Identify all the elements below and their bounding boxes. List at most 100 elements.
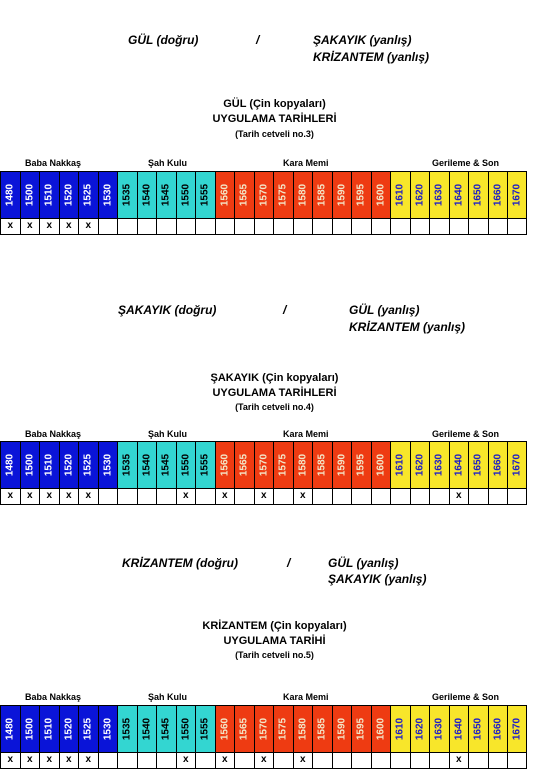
- era-label: Şah Kulu: [148, 692, 188, 702]
- year-label: 1630: [433, 453, 445, 477]
- year-label: 1595: [355, 183, 367, 207]
- year-label: 1590: [336, 183, 348, 207]
- year-label: 1670: [511, 453, 523, 477]
- year-cell: 1550: [175, 442, 195, 488]
- year-label: 1570: [258, 183, 270, 207]
- year-cell: 1610: [390, 706, 410, 752]
- mark-cell: [312, 218, 332, 234]
- correct-label: ŞAKAYIK (doğru): [118, 303, 217, 317]
- year-cell: 1620: [409, 706, 429, 752]
- wrong-label-1: GÜL (yanlış): [349, 303, 420, 317]
- year-label: 1650: [472, 183, 484, 207]
- year-cell: 1640: [448, 172, 468, 218]
- mark-cell: [234, 218, 254, 234]
- year-label: 1545: [160, 183, 172, 207]
- mark-cell: [195, 752, 215, 768]
- mark-cell: [351, 218, 371, 234]
- mark-cell: x: [19, 752, 40, 768]
- year-label: 1545: [160, 453, 172, 477]
- year-label: 1630: [433, 717, 445, 741]
- year-cell: 1565: [234, 172, 254, 218]
- year-label: 1590: [336, 453, 348, 477]
- mark-cell: x: [78, 488, 98, 504]
- year-cell: 1650: [468, 442, 488, 488]
- mark-cell: x: [39, 488, 59, 504]
- era-label: Kara Memi: [283, 692, 329, 702]
- year-label: 1555: [199, 183, 211, 207]
- mark-cell: [97, 488, 118, 504]
- mark-cell: [351, 752, 371, 768]
- year-label: 1560: [219, 453, 231, 477]
- era-label: Şah Kulu: [148, 158, 188, 168]
- mark-cell: x: [39, 218, 59, 234]
- mark-cell: x: [175, 752, 196, 768]
- year-label: 1525: [82, 183, 94, 207]
- mark-cell: x: [0, 752, 20, 768]
- year-label: 1600: [375, 717, 387, 741]
- year-cell: 1590: [331, 442, 351, 488]
- mark-cell: [468, 488, 488, 504]
- year-cell: 1575: [273, 706, 293, 752]
- mark-cell: x: [175, 488, 196, 504]
- year-cell: 1660: [487, 442, 507, 488]
- year-cell: 1670: [507, 442, 527, 488]
- year-label: 1575: [277, 453, 289, 477]
- year-cell: 1540: [136, 706, 156, 752]
- mark-cell: x: [214, 488, 235, 504]
- mark-cell: [97, 752, 118, 768]
- mark-cell: [370, 752, 391, 768]
- mark-cell: [409, 752, 430, 768]
- year-cell: 1630: [429, 442, 449, 488]
- year-cell: 1610: [390, 442, 410, 488]
- year-cell: 1565: [234, 706, 254, 752]
- mark-cell: [370, 218, 391, 234]
- year-label: 1535: [121, 717, 133, 741]
- year-cell: 1575: [273, 442, 293, 488]
- mark-cell: x: [58, 218, 79, 234]
- year-cell: 1535: [117, 172, 137, 218]
- era-label: Gerileme & Son: [432, 158, 500, 168]
- year-label: 1640: [453, 183, 465, 207]
- mark-cell: [97, 218, 118, 234]
- table-title: GÜL (Çin kopyaları): [223, 98, 326, 110]
- mark-cell: [195, 488, 215, 504]
- year-cell: 1660: [487, 706, 507, 752]
- mark-cell: x: [253, 752, 274, 768]
- year-cell: 1650: [468, 172, 488, 218]
- mark-cell: [136, 488, 157, 504]
- year-cell: 1540: [136, 172, 156, 218]
- year-label: 1660: [492, 717, 504, 741]
- year-cell: 1630: [429, 706, 449, 752]
- year-label: 1520: [63, 453, 75, 477]
- year-cell: 1580: [292, 442, 312, 488]
- year-label: 1640: [453, 717, 465, 741]
- year-cell: 1600: [370, 442, 390, 488]
- year-label: 1480: [4, 183, 16, 207]
- year-cell: 1560: [214, 706, 234, 752]
- year-cell: 1650: [468, 706, 488, 752]
- year-cell: 1555: [195, 706, 215, 752]
- year-label: 1660: [492, 183, 504, 207]
- year-label: 1630: [433, 183, 445, 207]
- table-subtitle: (Tarih cetveli no.4): [235, 402, 314, 412]
- year-label: 1580: [297, 717, 309, 741]
- year-cell: 1640: [448, 442, 468, 488]
- year-label: 1510: [43, 183, 55, 207]
- year-cell: 1670: [507, 172, 527, 218]
- wrong-label-2: ŞAKAYIK (yanlış): [328, 572, 427, 586]
- year-label: 1570: [258, 717, 270, 741]
- mark-cell: [214, 218, 235, 234]
- year-label: 1610: [394, 183, 406, 207]
- mark-cell: [507, 218, 527, 234]
- table-title-2: UYGULAMA TARİHİ: [223, 635, 326, 647]
- table-subtitle: (Tarih cetveli no.3): [235, 129, 314, 139]
- year-cell: 1585: [312, 706, 332, 752]
- era-label: Baba Nakkaş: [25, 158, 82, 168]
- mark-cell: x: [0, 488, 20, 504]
- year-cell: 1575: [273, 172, 293, 218]
- mark-cell: [487, 218, 508, 234]
- mark-cell: x: [78, 752, 98, 768]
- year-label: 1555: [199, 453, 211, 477]
- year-label: 1480: [4, 717, 16, 741]
